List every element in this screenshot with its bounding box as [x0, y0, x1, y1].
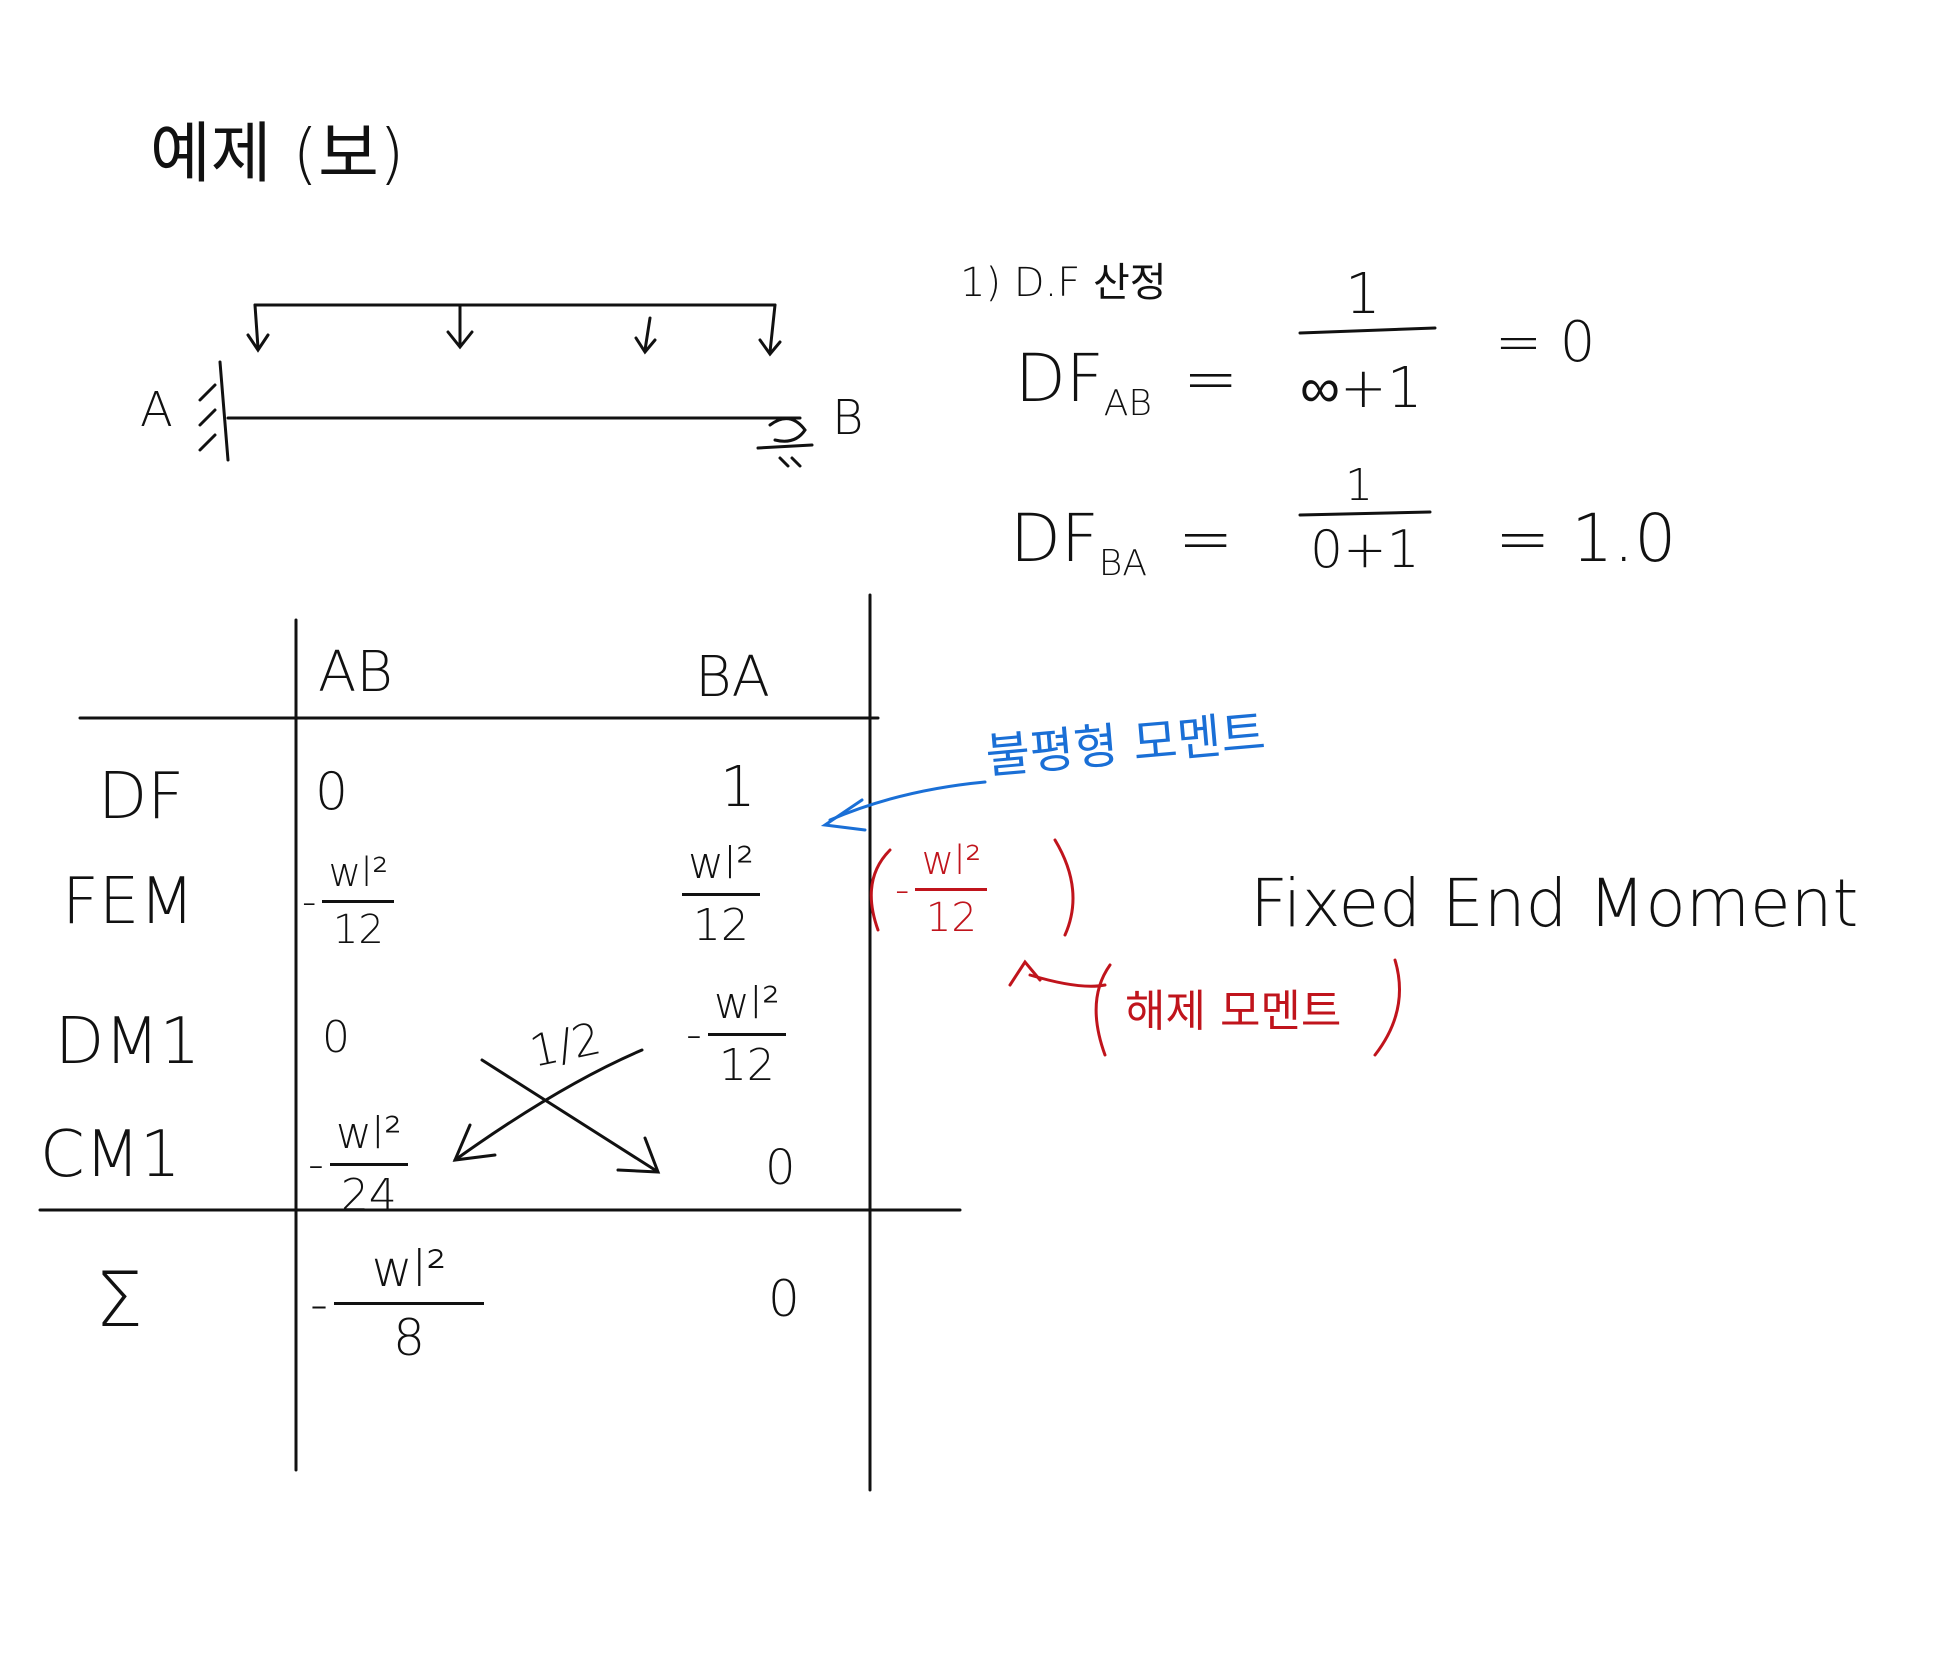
df-ab-denominator: ∞+1 — [1300, 356, 1423, 421]
support-a-label: A — [140, 382, 173, 438]
df-ab-value: 0 — [315, 762, 349, 822]
sum-ab-denominator: 8 — [393, 1309, 425, 1367]
column-header-ab: AB — [318, 640, 393, 705]
dm1-ab-value: 0 — [322, 1012, 350, 1063]
row-label-cm1: CM1 — [40, 1118, 181, 1192]
df-ab-result: = 0 — [1495, 310, 1596, 375]
release-fraction: wl² 12 — [915, 838, 988, 941]
fem-definition: Fixed End Moment — [1250, 865, 1859, 942]
df-ba-result: = 1.0 — [1495, 500, 1677, 577]
release-marks — [869, 838, 1401, 1057]
df-ba-label: DFBA = — [1010, 500, 1234, 585]
carry-over-arrows — [452, 1048, 661, 1174]
df-ba-denominator: 0+1 — [1310, 520, 1420, 580]
distributed-load — [246, 303, 782, 357]
sum-ab-fraction: wl² 8 — [334, 1240, 485, 1367]
support-b-label: B — [832, 390, 864, 446]
fraction-bar — [334, 1302, 485, 1305]
release-numerator: wl² — [921, 838, 982, 884]
cm1-ab-sign: - — [308, 1139, 324, 1190]
fem-ab-value: - wl² 12 — [302, 850, 395, 953]
beam — [198, 360, 814, 468]
fem-ba-numerator: wl² — [688, 838, 754, 889]
cm1-ab-fraction: wl² 24 — [329, 1108, 408, 1221]
row-label-dm1: DM1 — [55, 1005, 201, 1079]
fraction-bar — [915, 888, 988, 891]
df-ab-numerator: 1 — [1345, 262, 1381, 327]
fem-ab-numerator: wl² — [328, 850, 389, 896]
release-sign: - — [895, 866, 910, 913]
table-grid — [38, 593, 962, 1492]
dm1-ba-value: - wl² 12 — [686, 978, 786, 1091]
df-ab-label: DFAB = — [1015, 340, 1239, 425]
unbalanced-arrow — [820, 780, 987, 832]
sum-ab-numerator: wl² — [371, 1240, 447, 1298]
df-fraction-bars — [1298, 326, 1437, 517]
df-ab-subscript: AB — [1103, 383, 1152, 425]
release-moment-value: - wl² 12 — [895, 838, 988, 941]
fem-ab-sign: - — [302, 878, 317, 925]
fem-ab-denominator: 12 — [332, 907, 384, 953]
dm1-ba-fraction: wl² 12 — [707, 978, 786, 1091]
df-ba-numerator: 1 — [1345, 460, 1373, 511]
column-header-ba: BA — [695, 645, 770, 710]
cm1-ba-value: 0 — [765, 1140, 796, 1196]
row-label-df: DF — [98, 760, 185, 834]
fraction-bar — [682, 893, 760, 896]
df-ba-value: 1 — [720, 755, 756, 820]
cm1-ab-numerator: wl² — [335, 1108, 402, 1159]
fem-ba-denominator: 12 — [692, 900, 749, 951]
release-moment-note: 해제 모멘트 — [1125, 986, 1342, 1037]
df-ba-subscript: BA — [1098, 543, 1147, 585]
fraction-bar — [329, 1163, 408, 1166]
fem-ab-fraction: wl² 12 — [322, 850, 395, 953]
df-step-heading: 1) D.F 산정 — [960, 260, 1167, 306]
sum-ba-value: 0 — [768, 1270, 800, 1328]
dm1-ba-numerator: wl² — [713, 978, 780, 1029]
page-title: 예제 (보) — [150, 115, 405, 192]
cm1-ab-value: - wl² 24 — [308, 1108, 408, 1221]
cm1-ab-denominator: 24 — [340, 1170, 397, 1221]
sum-ab-sign: - — [310, 1274, 329, 1333]
dm1-ba-sign: - — [686, 1009, 702, 1060]
fraction-bar — [707, 1033, 786, 1036]
fem-ba-fraction: wl² 12 — [682, 838, 760, 951]
release-denominator: 12 — [925, 895, 977, 941]
sum-ab-value: - wl² 8 — [310, 1240, 485, 1367]
fraction-bar — [322, 900, 395, 903]
row-label-sum: Σ — [95, 1255, 144, 1344]
row-label-fem: FEM — [62, 865, 195, 939]
dm1-ba-denominator: 12 — [718, 1040, 775, 1091]
